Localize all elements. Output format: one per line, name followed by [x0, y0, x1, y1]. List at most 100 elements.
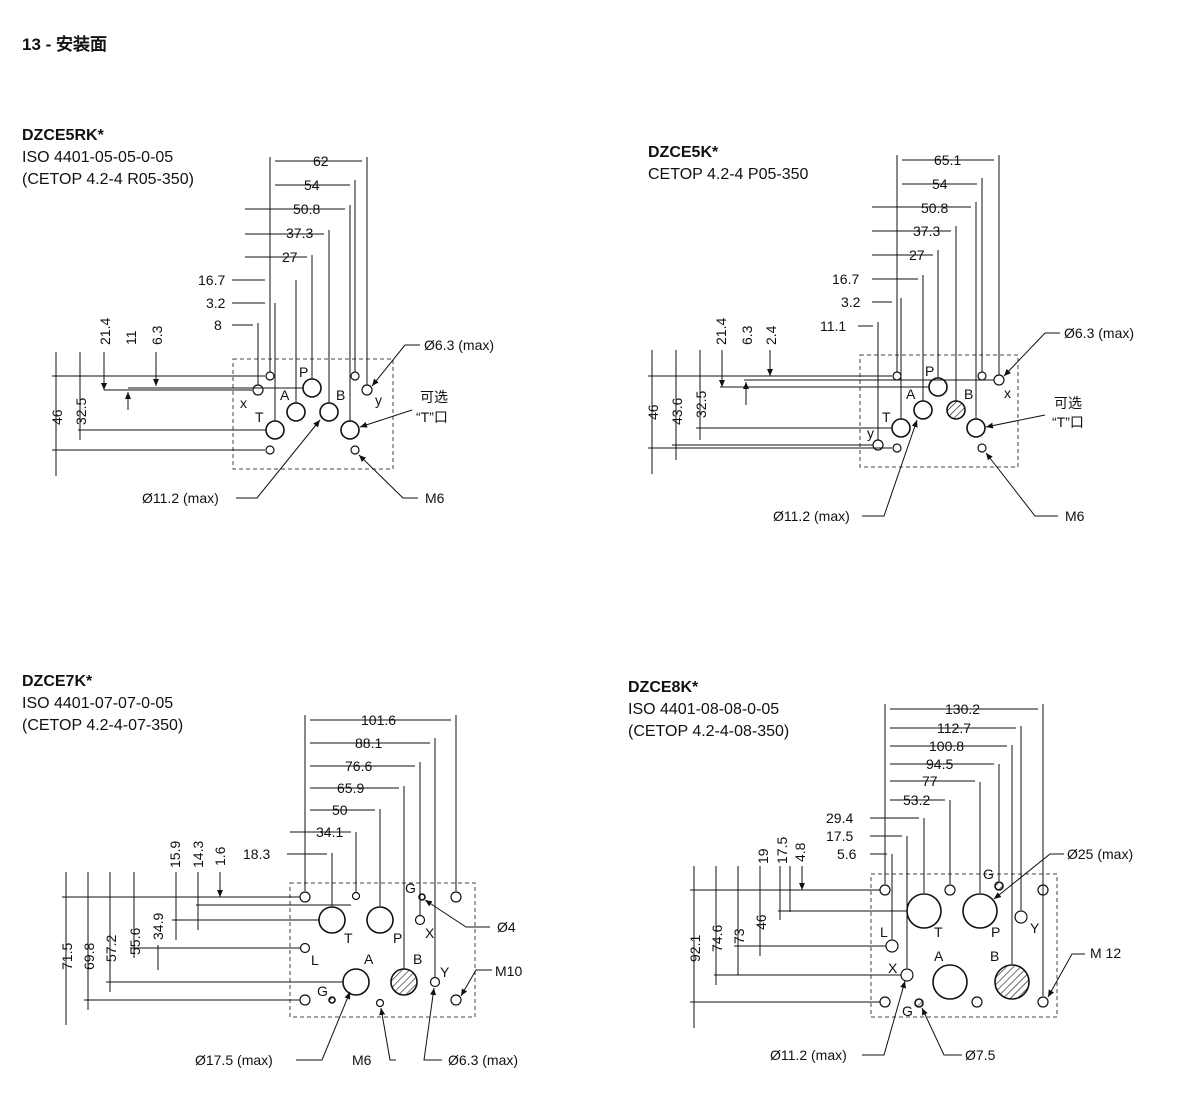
dim-top: 65.9	[337, 780, 364, 796]
dim-side: 34.9	[150, 913, 166, 940]
dim-top: 3.2	[841, 294, 861, 310]
plate-outline	[289, 882, 476, 1018]
bolt-hole	[892, 371, 902, 381]
dim-top: 29.4	[826, 810, 853, 826]
dim-top: 16.7	[198, 272, 225, 288]
label-a: A	[906, 386, 916, 402]
label-x: X	[425, 925, 435, 941]
bolt-hole	[265, 445, 275, 455]
panel-dzce5rk: DZCE5RK* ISO 4401-05-05-0-05 (CETOP 4.2-…	[22, 127, 494, 506]
callout-optional: 可选	[420, 389, 448, 405]
label-g: G	[983, 866, 994, 882]
dim-side: 55.6	[127, 928, 143, 955]
callout-thread: M6	[1065, 508, 1085, 524]
plate-outline	[870, 873, 1058, 1018]
port-t-optional	[340, 420, 360, 440]
label-x: X	[888, 960, 898, 976]
dim-side: 46	[49, 409, 65, 425]
plate-outline	[232, 358, 394, 470]
label-t: T	[882, 409, 891, 425]
callout-port-max: Ø11.2 (max)	[773, 508, 850, 524]
label-a: A	[364, 951, 374, 967]
port-b	[319, 402, 339, 422]
callout-pin: Ø7.5	[965, 1047, 996, 1063]
callout-optional: 可选	[1054, 395, 1082, 411]
dim-top: 54	[304, 177, 320, 193]
callout-thread: M6	[425, 490, 445, 506]
bolt-hole	[350, 445, 360, 455]
bolt-hole-small	[375, 998, 385, 1008]
callout-thread-m6: M6	[352, 1052, 372, 1068]
port-t-optional	[966, 418, 986, 438]
callout-hole-max: Ø6.3 (max)	[1064, 325, 1134, 341]
port-a	[932, 964, 968, 1000]
panel-title: DZCE5K*	[648, 144, 719, 161]
dim-top: 50.8	[921, 200, 948, 216]
pilot-x	[414, 914, 426, 926]
port-t	[318, 906, 346, 934]
dim-top: 37.3	[286, 225, 313, 241]
label-g: G	[317, 983, 328, 999]
label-p: P	[393, 930, 402, 946]
label-p: P	[991, 924, 1000, 940]
callout-port-big: Ø25 (max)	[1067, 846, 1133, 862]
label-l: L	[311, 952, 319, 968]
port-b-blocked	[390, 968, 418, 996]
label-b: B	[990, 948, 999, 964]
dim-side: 15.9	[167, 841, 183, 868]
dim-top: 94.5	[926, 756, 953, 772]
dim-side: 57.2	[103, 935, 119, 962]
label-x: x	[240, 395, 247, 411]
label-x: x	[1004, 385, 1011, 401]
callout-hole-max: Ø6.3 (max)	[424, 337, 494, 353]
panel-dzce7k: DZCE7K* ISO 4401-07-07-0-05 (CETOP 4.2-4…	[22, 673, 522, 1068]
port-t	[891, 418, 911, 438]
dim-side: 14.3	[190, 841, 206, 868]
label-t: T	[255, 409, 264, 425]
dim-top: 100.8	[929, 738, 964, 754]
locating-pin-g	[328, 996, 336, 1004]
dim-side: 11	[123, 330, 139, 345]
drain-l	[885, 939, 899, 953]
dim-side: 21.4	[713, 318, 729, 345]
bolt-hole-small	[351, 891, 361, 901]
dim-top: 77	[922, 773, 938, 789]
dim-top: 18.3	[243, 846, 270, 862]
dim-top: 3.2	[206, 295, 226, 311]
dim-top: 5.6	[837, 846, 857, 862]
label-y: Y	[1030, 920, 1040, 936]
panel-standard: CETOP 4.2-4 P05-350	[648, 166, 808, 183]
dim-top: 11.1	[820, 318, 846, 334]
pilot-x	[900, 968, 914, 982]
dim-side: 6.3	[739, 325, 755, 345]
port-b-blocked	[946, 400, 966, 420]
bolt-hole	[350, 371, 360, 381]
plate-outline	[859, 354, 1019, 468]
port-t	[265, 420, 285, 440]
label-g: G	[902, 1003, 913, 1019]
pilot-x	[252, 384, 264, 396]
panel-dzce5k: DZCE5K* CETOP 4.2-4 P05-350 P A B T x y	[645, 144, 1134, 524]
dim-top: 101.6	[361, 712, 396, 728]
dim-top: 88.1	[355, 735, 382, 751]
dim-top: 34.1	[316, 824, 343, 840]
panel-cetop: (CETOP 4.2-4-08-350)	[628, 723, 789, 740]
dim-top: 54	[932, 176, 948, 192]
bolt-hole	[977, 371, 987, 381]
bolt-hole	[944, 884, 956, 896]
dim-top: 76.6	[345, 758, 372, 774]
port-a	[913, 400, 933, 420]
dim-top: 112.7	[937, 720, 971, 736]
label-b: B	[336, 387, 345, 403]
dim-side: 19	[755, 848, 771, 864]
dim-top: 37.3	[913, 223, 940, 239]
label-t: T	[344, 930, 353, 946]
panel-title: DZCE8K*	[628, 679, 699, 696]
bolt-hole	[299, 994, 311, 1006]
callout-thread: M 12	[1090, 945, 1121, 961]
dim-side: 71.5	[59, 943, 75, 970]
panel-title: DZCE5RK*	[22, 127, 105, 144]
dim-side: 2.4	[763, 325, 779, 345]
dim-side: 92.1	[687, 935, 703, 962]
